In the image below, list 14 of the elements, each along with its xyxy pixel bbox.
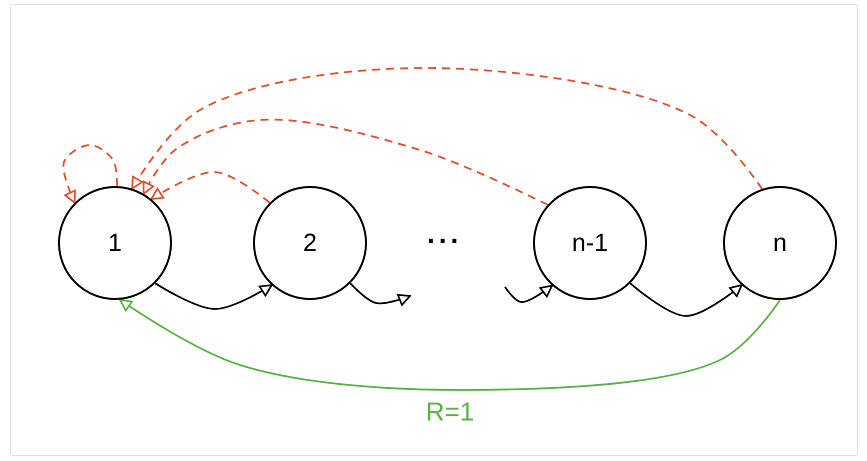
state-label: n xyxy=(773,228,787,258)
state-label: n-1 xyxy=(572,228,608,258)
arrow xyxy=(350,282,411,306)
ellipsis: ... xyxy=(427,218,462,250)
state-label: 1 xyxy=(108,228,122,258)
dashed-arrow xyxy=(150,171,270,204)
dashed-arrow xyxy=(131,67,763,190)
arrow xyxy=(119,298,781,391)
arrow xyxy=(154,282,273,310)
dashed-arrow xyxy=(142,118,548,206)
arrow xyxy=(504,284,553,303)
arrow xyxy=(630,282,743,317)
state-label: 2 xyxy=(303,228,317,258)
dashed-arrow xyxy=(62,144,118,204)
